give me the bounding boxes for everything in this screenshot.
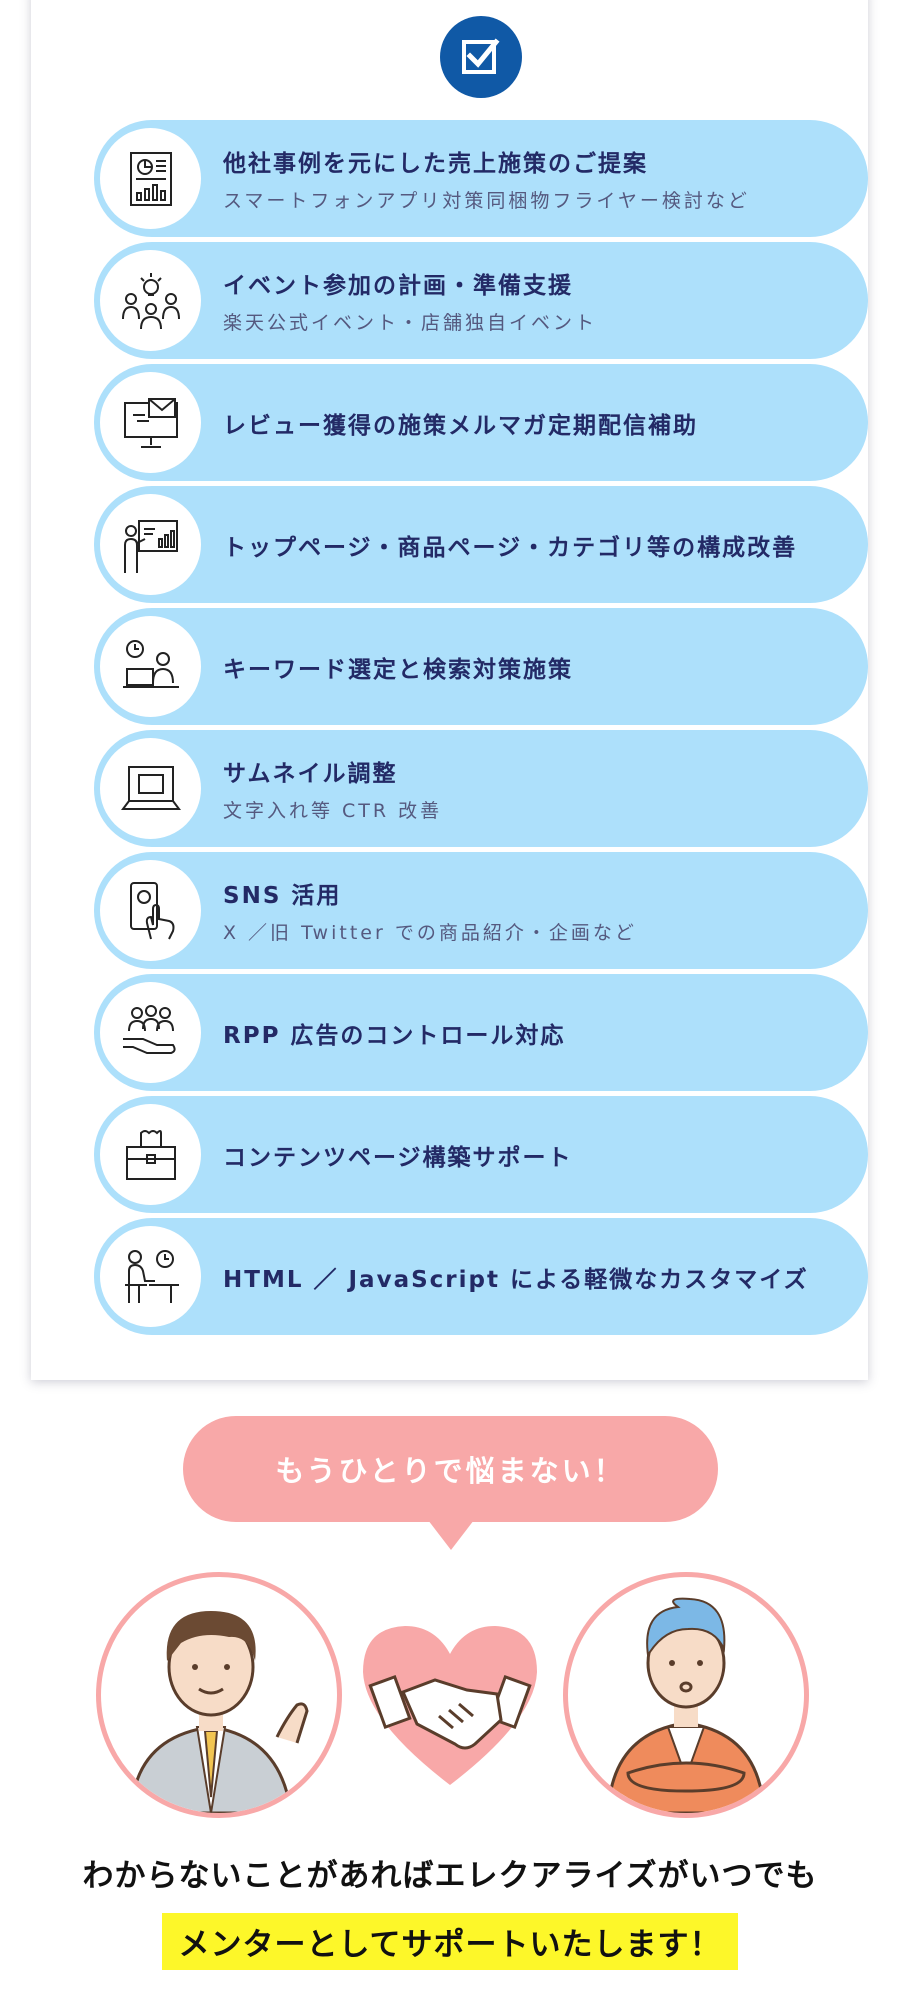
item-title: RPP 広告のコントロール対応 (223, 1022, 566, 1049)
service-item: RPP 広告のコントロール対応 (94, 974, 868, 1091)
service-item: キーワード選定と検索対策施策 (94, 608, 868, 725)
mentor-avatar (96, 1572, 342, 1818)
service-item: 他社事例を元にした売上施策のご提案 スマートフォンアプリ対策同梱物フライヤー検討… (94, 120, 868, 237)
item-title: サムネイル調整 (223, 761, 398, 787)
item-subtitle: X ／旧 Twitter での商品紹介・企画など (223, 922, 637, 944)
service-item: コンテンツページ構築サポート (94, 1096, 868, 1213)
checkbox-badge (440, 16, 522, 98)
message-line-1: わからないことがあればエレクアライズがいつでも (82, 1858, 818, 1894)
presentation-icon (123, 519, 178, 573)
item-title: SNS 活用 (223, 883, 342, 909)
smartphone-touch-icon (129, 881, 174, 939)
item-title: HTML ／ JavaScript による軽微なカスタマイズ (223, 1266, 809, 1293)
laptop-icon (120, 765, 181, 810)
service-item: サムネイル調整 文字入れ等 CTR 改善 (94, 730, 868, 847)
desk-clock-icon (124, 1249, 179, 1303)
item-title: レビュー獲得の施策メルマガ定期配信補助 (223, 412, 698, 439)
item-title: 他社事例を元にした売上施策のご提案 (223, 151, 648, 177)
email-monitor-icon (123, 397, 178, 448)
service-item: HTML ／ JavaScript による軽微なカスタマイズ (94, 1218, 868, 1335)
laptop-worker-icon (122, 639, 179, 688)
service-item: イベント参加の計画・準備支援 楽天公式イベント・店舗独自イベント (94, 242, 868, 359)
client-avatar (563, 1572, 809, 1818)
service-list-card: 他社事例を元にした売上施策のご提案 スマートフォンアプリ対策同梱物フライヤー検討… (31, 0, 868, 1380)
worried-man-illustration-icon (606, 1597, 766, 1813)
item-subtitle: スマートフォンアプリ対策同梱物フライヤー検討など (223, 190, 750, 212)
service-item: トップページ・商品ページ・カテゴリ等の構成改善 (94, 486, 868, 603)
item-title: キーワード選定と検索対策施策 (223, 656, 573, 683)
businessman-illustration-icon (129, 1611, 309, 1813)
service-item: SNS 活用 X ／旧 Twitter での商品紹介・企画など (94, 852, 868, 969)
report-chart-icon (129, 151, 172, 206)
briefcase-icon (125, 1129, 176, 1180)
people-hand-icon (122, 1004, 176, 1054)
speech-bubble: もうひとりで悩まない！ (183, 1416, 718, 1522)
heart-handshake-icon (363, 1626, 537, 1785)
speech-bubble-tail (428, 1520, 474, 1550)
item-subtitle: 楽天公式イベント・店舗独自イベント (223, 312, 598, 334)
check-icon (462, 38, 500, 74)
team-idea-icon (121, 272, 180, 329)
service-items: 他社事例を元にした売上施策のご提案 スマートフォンアプリ対策同梱物フライヤー検討… (94, 120, 868, 1340)
service-item: レビュー獲得の施策メルマガ定期配信補助 (94, 364, 868, 481)
message-line-2-highlight: メンターとしてサポートいたします！ (162, 1913, 738, 1970)
item-title: トップページ・商品ページ・カテゴリ等の構成改善 (223, 534, 798, 561)
item-subtitle: 文字入れ等 CTR 改善 (223, 800, 443, 822)
item-title: イベント参加の計画・準備支援 (223, 273, 573, 299)
item-title: コンテンツページ構築サポート (223, 1144, 573, 1171)
